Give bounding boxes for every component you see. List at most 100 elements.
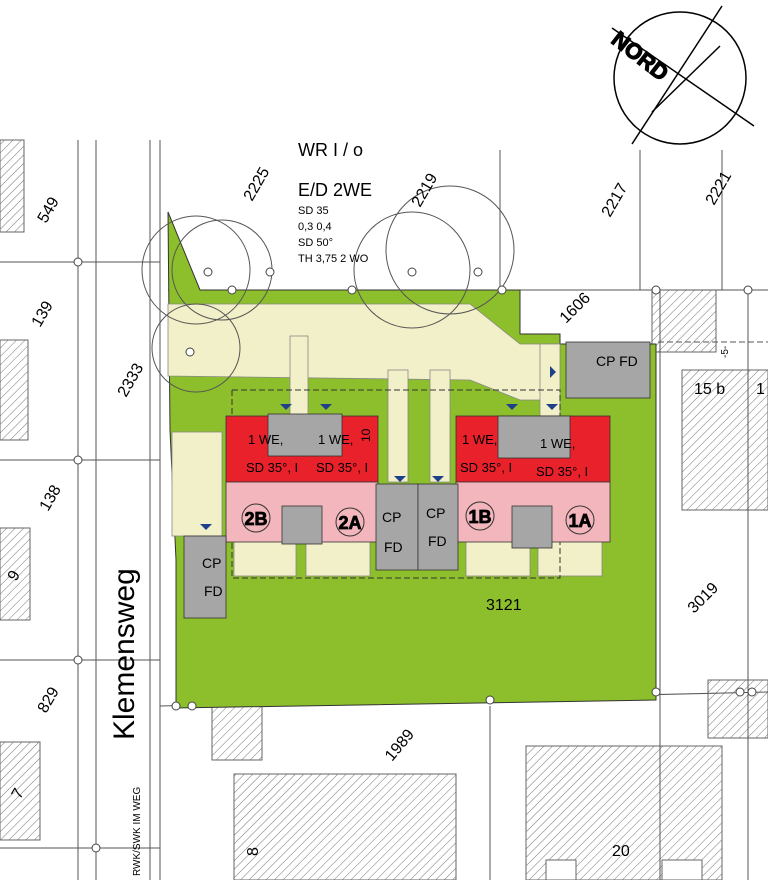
unit-2A-extra: 10 <box>359 428 373 442</box>
point-15 <box>265 267 275 277</box>
unit-1B-id: 1B <box>468 507 491 527</box>
zoning-block: WR I / o E/D 2WE SD 35 0,3 0,4 SD 50° TH… <box>298 140 372 265</box>
parcel-549: 549 <box>35 194 63 226</box>
carport-mid1-l1: CP <box>382 509 401 525</box>
trees <box>141 185 515 393</box>
terrace-2B <box>233 539 297 577</box>
unit-1A-id: 1A <box>568 511 591 531</box>
building-549 <box>0 139 25 233</box>
parcel-2225: 2225 <box>241 165 274 204</box>
point-20 <box>185 347 195 357</box>
unit-2B-roof: SD 35°, I <box>246 460 298 475</box>
point-18 <box>227 285 237 295</box>
zoning-line1: WR I / o <box>298 140 363 160</box>
point-14 <box>347 285 357 295</box>
building-8 <box>233 773 457 880</box>
unit-2B-we: 1 WE, <box>248 432 283 447</box>
arrow-8 <box>550 366 556 378</box>
unit-1B-we: 1 WE, <box>462 432 497 447</box>
zoning-line3: SD 35 <box>298 205 329 217</box>
point-10 <box>747 687 757 697</box>
building-envelope <box>231 389 561 579</box>
building-15b <box>681 369 768 511</box>
parcel-139: 139 <box>29 298 57 330</box>
building-small-south <box>211 703 263 761</box>
path-v2 <box>387 369 409 483</box>
unit-labels: 1 WE, SD 35°, I 1 WE, SD 35°, I 10 1 WE,… <box>246 428 588 479</box>
parcel-1989: 1989 <box>382 726 418 764</box>
unit-1B-roof: SD 35°, I <box>460 460 512 475</box>
parcel-138: 138 <box>37 482 65 514</box>
north-label: NORD <box>607 26 673 86</box>
unit-2B-id: 2B <box>244 509 267 529</box>
arrow-4 <box>432 476 444 482</box>
parcel-829: 829 <box>35 684 63 716</box>
point-13 <box>497 285 507 295</box>
parcel-2221: 2221 <box>703 169 736 208</box>
unit-2A-we: 1 WE, <box>318 432 353 447</box>
building-20 <box>525 745 723 880</box>
building-1606 <box>651 289 717 353</box>
unit-2A-roof: SD 35°, I <box>316 460 368 475</box>
zoning-line6: TH 3,75 2 WO <box>298 253 369 265</box>
arrow-2 <box>320 404 332 410</box>
carport-mid1-l2: FD <box>384 539 403 555</box>
carport-mid2-l1: CP <box>426 505 445 521</box>
point-17 <box>473 267 483 277</box>
tree-3 <box>151 303 241 393</box>
core-2-top <box>267 413 343 457</box>
building-20-notch-r <box>661 859 703 880</box>
core-1-top <box>497 415 571 459</box>
unit-1A-circle <box>565 505 595 535</box>
arrow-7 <box>200 524 212 530</box>
street-note: RWK/SWK IM WEG <box>132 787 143 876</box>
tree-5 <box>385 185 515 315</box>
point-11 <box>651 285 661 295</box>
parcel-5: -5- <box>720 346 731 358</box>
unit-ids: 2B 2A 1B 1A <box>241 501 595 537</box>
parcel-2333: 2333 <box>115 361 148 400</box>
paths <box>167 303 603 577</box>
unit-2A-id: 2A <box>338 513 361 533</box>
zoning-line2: E/D 2WE <box>298 180 372 200</box>
path-v3 <box>429 369 451 483</box>
point-16 <box>407 267 417 277</box>
building-20-notch-l <box>545 859 577 880</box>
unit-2B-circle <box>241 503 271 533</box>
unit-2A-circle <box>335 507 365 537</box>
survey-points <box>73 257 757 853</box>
building-139 <box>0 339 29 441</box>
north-line-2 <box>611 27 755 127</box>
point-9 <box>735 687 745 697</box>
carport-left-l2: FD <box>204 583 223 599</box>
point-3 <box>73 655 83 665</box>
zoning-line4: 0,3 0,4 <box>298 221 332 233</box>
carport-mid1 <box>375 483 419 571</box>
carport-mid2-l2: FD <box>428 533 447 549</box>
carport-left-l1: CP <box>202 555 221 571</box>
parcel-8: 8 <box>245 847 262 856</box>
carports <box>183 341 651 619</box>
point-5 <box>171 701 181 711</box>
cores <box>267 413 571 549</box>
north-circle <box>613 11 747 145</box>
terrace-2A <box>305 539 371 577</box>
arrow-1 <box>280 404 292 410</box>
parcel-3121: 3121 <box>486 597 522 614</box>
point-6 <box>187 701 197 711</box>
point-12 <box>743 285 753 295</box>
core-2-mid <box>281 505 323 545</box>
tree-4 <box>353 211 471 329</box>
arrow-3 <box>394 476 406 482</box>
path-v1 <box>289 335 309 417</box>
point-19 <box>203 267 213 277</box>
parcel-3019: 3019 <box>685 580 722 617</box>
carport-labels: CP FD CP FD CP FD CP FD <box>202 353 638 599</box>
street-name: Klemensweg <box>108 568 141 740</box>
point-7 <box>485 695 495 705</box>
point-1 <box>73 257 83 267</box>
tree-1 <box>141 215 251 325</box>
parcel-2219: 2219 <box>409 171 442 210</box>
point-2 <box>73 455 83 465</box>
